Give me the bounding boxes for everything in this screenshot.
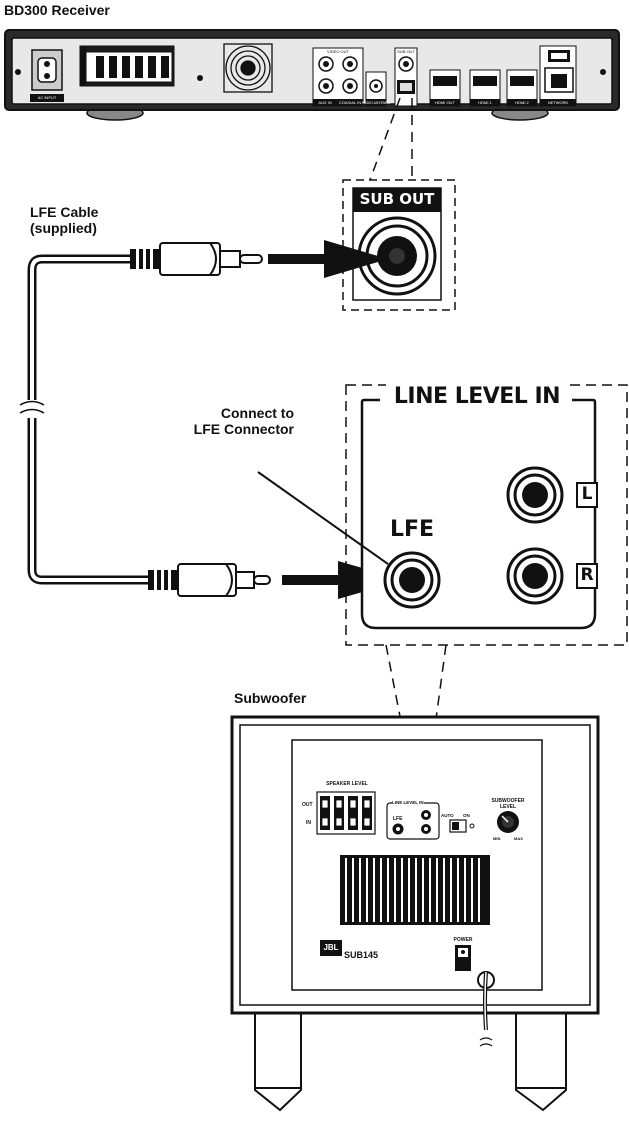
sub-out-callout-label: SUB OUT [359,190,435,208]
svg-text:HDMI OUT: HDMI OUT [435,100,455,105]
svg-text:HDMI 1: HDMI 1 [478,100,492,105]
arrow-to-sub-out [268,240,388,278]
svg-text:RADIO ANTENNA: RADIO ANTENNA [362,101,391,105]
subwoofer-level-label-2: LEVEL [499,804,517,810]
mini-line-level-label: LINE LEVEL IN [392,800,424,805]
receiver-unit: AC INPUT VIDEO [4,29,620,121]
power-switch [455,945,471,971]
receiver-sub-out-jack: SUB OUT [394,47,418,107]
connect-note-line2: LFE Connector [193,421,294,437]
line-level-in-title: LINE LEVEL IN [386,384,568,409]
speaker-level-terminals [316,791,376,835]
mini-line-level-in [386,802,440,840]
audio-video-jacks: VIDEO OUT AUX IN COAXIAL IN [312,47,364,107]
ac-input-text: AC INPUT [38,95,57,100]
receiver-callout-leaders [369,97,413,181]
svg-text:COAXIAL IN: COAXIAL IN [339,100,361,105]
brand-label: JBL [323,943,339,952]
jbl-logo [320,940,342,956]
network-port: NETWORK [539,45,577,107]
subwoofer-level-knob [497,811,519,833]
speaker-level-label: SPEAKER LEVEL [326,781,368,787]
power-cord [477,971,495,1047]
ac-input-socket: AC INPUT [30,49,64,102]
cable-label-line1: LFE Cable [30,204,99,220]
max-label: MAX [514,836,523,841]
vent-grille [340,855,490,925]
connect-note-line1: Connect to [220,405,294,421]
speaker-out-label: OUT [302,802,313,808]
hdmi-ports: HDMI OUT HDMI 1 HDMI 2 [429,69,538,107]
min-label: MIN [493,836,501,841]
svg-text:HDMI 2: HDMI 2 [515,100,529,105]
auto-on-switch [449,819,475,833]
subwoofer-level-label-1: SUBWOOFER [491,798,525,804]
line-level-in-callout [345,384,628,646]
subwoofer-title: Subwoofer [234,690,307,706]
rca-plug-top [130,242,263,276]
auto-label: AUTO [441,813,454,818]
right-channel-label: R [580,565,594,585]
speaker-in-label: IN [306,820,311,826]
svg-text:VIDEO OUT: VIDEO OUT [327,49,350,54]
lfe-cable [19,242,271,597]
svg-text:AUX IN: AUX IN [318,100,331,105]
subwoofer-unit [230,715,600,1112]
svg-text:NETWORK: NETWORK [548,100,569,105]
model-label: SUB145 [344,950,379,960]
on-label: ON [463,813,470,818]
cable-label-line2: (supplied) [30,220,97,236]
radio-antenna-jack: RADIO ANTENNA [362,71,391,107]
lfe-jack-label: LFE [390,517,435,542]
receiver-title: BD300 Receiver [4,2,110,18]
sub-out-callout [342,179,456,311]
note-pointer-line [257,471,389,565]
power-label: POWER [453,937,473,943]
rca-plug-bottom [148,563,271,597]
cooling-fan [223,43,273,93]
svg-text:SUB OUT: SUB OUT [397,49,415,54]
mini-lfe-label: LFE [393,816,403,822]
speaker-terminals [79,45,175,87]
left-channel-label: L [581,484,593,504]
